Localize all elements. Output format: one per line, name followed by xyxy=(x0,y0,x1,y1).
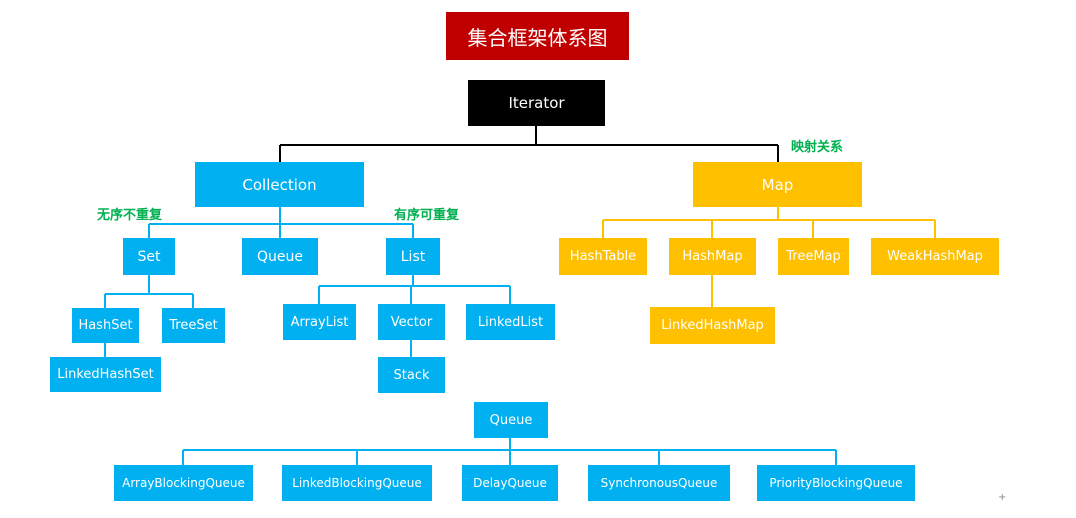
node-weakhashmap: WeakHashMap xyxy=(871,238,999,275)
node-stack: Stack xyxy=(378,357,445,393)
resize-handle-icon: + xyxy=(998,492,1007,503)
node-linkedlist: LinkedList xyxy=(466,304,555,340)
node-hashmap: HashMap xyxy=(669,238,756,275)
node-linkedhashmap: LinkedHashMap xyxy=(650,307,775,344)
node-list: List xyxy=(386,238,440,275)
node-arrayblockingqueue: ArrayBlockingQueue xyxy=(114,465,253,501)
node-map: Map xyxy=(693,162,862,207)
node-treemap: TreeMap xyxy=(778,238,849,275)
node-delayqueue: DelayQueue xyxy=(462,465,558,501)
node-queue-2: Queue xyxy=(474,402,548,438)
node-vector: Vector xyxy=(378,304,445,340)
node-hashset: HashSet xyxy=(72,308,139,343)
node-hashtable: HashTable xyxy=(559,238,647,275)
node-queue: Queue xyxy=(242,238,318,275)
node-iterator: Iterator xyxy=(468,80,605,126)
node-treeset: TreeSet xyxy=(162,308,225,343)
node-synchronousqueue: SynchronousQueue xyxy=(588,465,730,501)
node-arraylist: ArrayList xyxy=(283,304,356,340)
node-collection: Collection xyxy=(195,162,364,207)
note-set-unordered: 无序不重复 xyxy=(97,208,163,223)
node-priorityblockingqueue: PriorityBlockingQueue xyxy=(757,465,915,501)
node-set: Set xyxy=(123,238,175,275)
note-map-mapping: 映射关系 xyxy=(791,140,844,155)
node-linkedhashset: LinkedHashSet xyxy=(50,357,161,392)
note-list-ordered: 有序可重复 xyxy=(394,208,460,223)
node-linkedblockingqueue: LinkedBlockingQueue xyxy=(282,465,432,501)
diagram-title: 集合框架体系图 xyxy=(446,12,629,60)
